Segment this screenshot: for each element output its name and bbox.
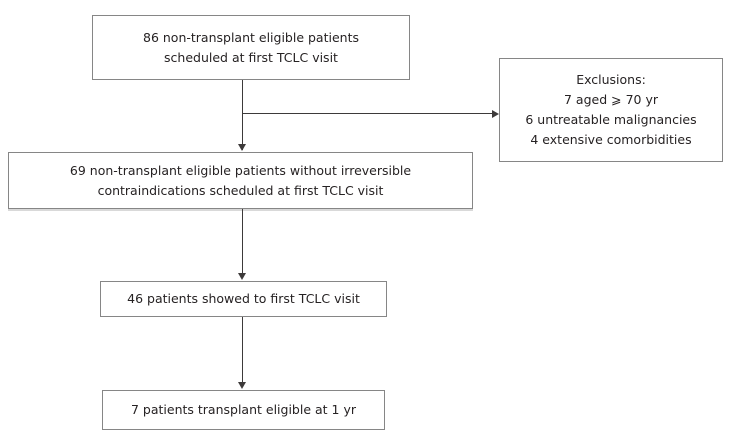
flow-box-exclusions: Exclusions: 7 aged ⩾ 70 yr 6 untreatable…	[499, 58, 723, 162]
arrow-without-to-showed	[242, 209, 243, 274]
arrow-branch-to-exclusions	[242, 113, 492, 114]
arrowhead-down-icon	[238, 273, 246, 280]
flow-box-7-text: 7 patients transplant eligible at 1 yr	[130, 402, 356, 417]
flow-box-69-line2: contraindications scheduled at first TCL…	[97, 182, 384, 198]
flow-box-46-text: 46 patients showed to first TCLC visit	[127, 291, 360, 306]
flow-box-69-line1: 69 non-transplant eligible patients with…	[69, 162, 412, 178]
exclusions-item-aged: 7 aged ⩾ 70 yr	[564, 92, 658, 107]
arrow-scheduled-to-without	[242, 80, 243, 150]
flow-box-7-eligible: 7 patients transplant eligible at 1 yr	[102, 390, 385, 430]
arrow-showed-to-eligible	[242, 317, 243, 383]
flow-box-69-without-contraindications: 69 non-transplant eligible patients with…	[8, 152, 473, 209]
exclusions-item-malignancies: 6 untreatable malignancies	[525, 112, 697, 127]
flow-box-86-scheduled-line2: scheduled at first TCLC visit	[164, 49, 338, 65]
flow-box-86-scheduled-line1: 86 non-transplant eligible patients	[143, 29, 359, 45]
flow-box-86-scheduled: 86 non-transplant eligible patients sche…	[92, 15, 410, 80]
arrowhead-down-icon	[238, 382, 246, 389]
flow-box-46-showed: 46 patients showed to first TCLC visit	[100, 281, 387, 317]
exclusions-title: Exclusions:	[576, 72, 646, 87]
exclusions-item-comorbidities: 4 extensive comorbidities	[530, 132, 692, 147]
arrowhead-right-icon	[492, 110, 499, 118]
arrowhead-down-icon	[238, 144, 246, 151]
